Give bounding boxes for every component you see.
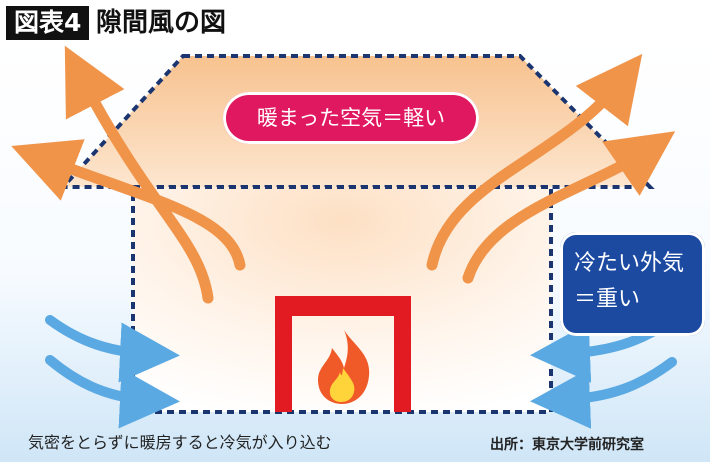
- cold-air-label: 冷たい外気 ＝重い: [560, 232, 705, 336]
- warm-air-arrow: [426, 53, 643, 271]
- figure-badge: 図表4: [6, 6, 90, 40]
- cold-air-arrow: [45, 355, 180, 429]
- warm-air-arrow: [64, 45, 214, 304]
- cold-air-label-line1: 冷たい外気: [574, 251, 685, 276]
- warm-air-arrow: [11, 139, 246, 271]
- cold-air-label-line2: ＝重い: [574, 287, 641, 312]
- warm-air-arrow: [462, 131, 676, 284]
- page-title: 隙間風の図: [96, 8, 227, 38]
- room-outline: [131, 185, 553, 414]
- caption: 気密をとらずに暖房すると冷気が入り込む: [28, 433, 332, 452]
- source-credit: 出所：東京大学前研究室: [490, 437, 644, 453]
- cold-air-arrow: [530, 357, 677, 429]
- flame-icon: [318, 330, 370, 404]
- warm-air-label: 暖まった空気＝軽い: [223, 92, 479, 144]
- cold-air-arrow: [45, 315, 180, 383]
- fireplace-icon: [275, 296, 411, 412]
